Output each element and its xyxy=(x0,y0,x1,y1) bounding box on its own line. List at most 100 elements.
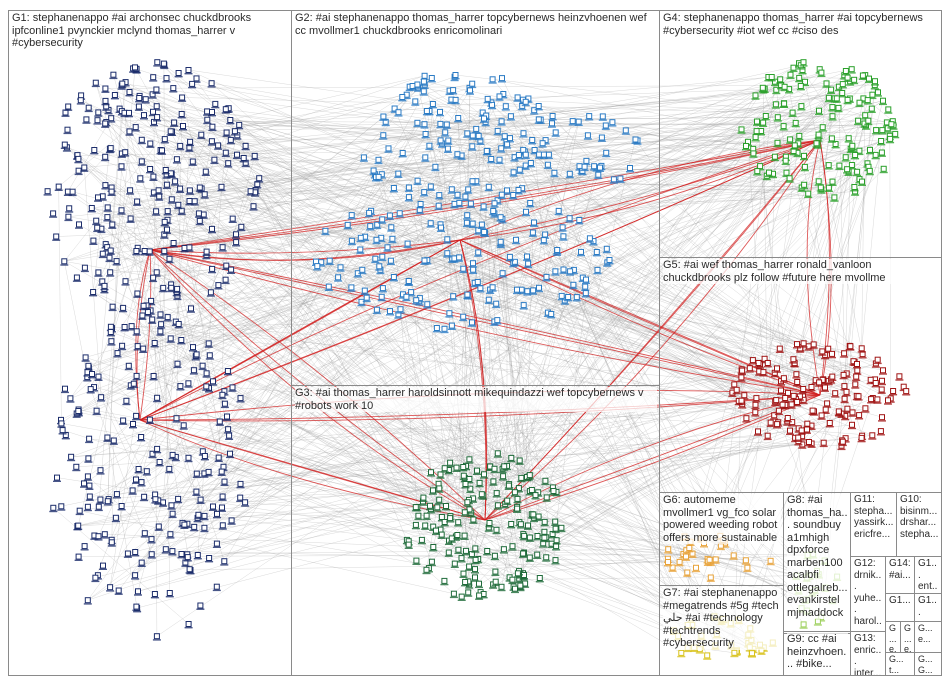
graph-node xyxy=(161,218,168,225)
graph-node xyxy=(476,479,483,486)
graph-node xyxy=(195,210,202,217)
graph-node xyxy=(469,178,476,185)
graph-node xyxy=(539,140,546,147)
graph-node xyxy=(754,168,761,175)
graph-node xyxy=(492,568,499,575)
graph-node xyxy=(190,367,197,374)
graph-node xyxy=(462,193,469,200)
graph-node xyxy=(541,518,548,525)
graph-node xyxy=(234,151,240,158)
graph-node xyxy=(469,319,475,326)
graph-node xyxy=(543,494,550,501)
graph-node xyxy=(632,136,639,143)
graph-node xyxy=(211,156,218,163)
graph-node xyxy=(228,266,235,273)
graph-node xyxy=(874,396,881,403)
graph-node xyxy=(499,75,505,82)
graph-node xyxy=(443,503,449,509)
graph-node xyxy=(436,496,443,503)
graph-node xyxy=(429,101,436,107)
graph-node xyxy=(792,119,799,126)
graph-node xyxy=(125,362,132,369)
graph-node xyxy=(137,175,144,182)
graph-node xyxy=(256,175,263,182)
graph-node xyxy=(185,380,192,387)
graph-node xyxy=(552,268,559,275)
graph-node xyxy=(93,407,100,414)
graph-node xyxy=(509,576,516,583)
graph-node xyxy=(160,284,167,291)
graph-node xyxy=(548,311,555,317)
graph-node xyxy=(160,60,167,67)
graph-node xyxy=(461,532,468,539)
graph-node xyxy=(186,566,193,573)
graph-node xyxy=(118,503,125,509)
graph-node xyxy=(761,355,768,362)
graph-node xyxy=(778,387,784,394)
graph-node xyxy=(484,548,491,554)
graph-node xyxy=(97,467,104,474)
graph-node xyxy=(113,491,120,498)
graph-node xyxy=(202,168,209,175)
graph-node xyxy=(204,116,211,123)
graph-node xyxy=(196,217,203,224)
group-panel-g5: G5: #ai wef thomas_harrer ronald_vanloon… xyxy=(659,257,942,493)
graph-node xyxy=(146,416,153,423)
graph-node xyxy=(227,117,234,123)
graph-node xyxy=(594,266,601,273)
graph-node xyxy=(466,456,473,463)
graph-node xyxy=(586,235,593,242)
graph-node xyxy=(219,522,226,529)
graph-node xyxy=(141,112,147,119)
graph-node xyxy=(506,253,513,260)
graph-node xyxy=(433,527,439,534)
graph-node xyxy=(231,128,238,135)
graph-node xyxy=(501,463,508,470)
graph-node xyxy=(448,186,455,193)
graph-node xyxy=(454,532,461,538)
graph-node xyxy=(591,163,598,170)
graph-node xyxy=(148,551,155,558)
graph-node xyxy=(206,555,213,561)
graph-node xyxy=(150,274,157,281)
graph-node xyxy=(534,533,541,539)
graph-node xyxy=(712,556,719,563)
graph-node xyxy=(422,131,429,137)
graph-node xyxy=(744,564,751,571)
graph-node xyxy=(441,325,448,332)
graph-node xyxy=(376,263,383,270)
graph-node xyxy=(132,64,138,71)
graph-node xyxy=(800,59,807,66)
group-label-g12: G12: drnik... yuhe... harol... worl... xyxy=(854,558,883,631)
graph-node xyxy=(185,67,192,73)
graph-node xyxy=(335,274,342,281)
graph-node xyxy=(128,323,135,330)
graph-node xyxy=(213,583,220,590)
graph-node xyxy=(540,151,547,158)
graph-node xyxy=(813,140,820,147)
graph-node xyxy=(543,273,550,280)
graph-node xyxy=(412,521,419,528)
graph-node xyxy=(215,282,222,289)
graph-node xyxy=(218,183,225,190)
graph-node xyxy=(481,471,487,478)
graph-node xyxy=(586,113,593,120)
graph-node xyxy=(372,255,379,262)
graph-node xyxy=(403,293,410,300)
graph-node xyxy=(420,78,427,85)
graph-node xyxy=(517,521,524,528)
graph-node xyxy=(396,210,403,217)
graph-node xyxy=(50,210,57,217)
group-label-gg1: G... e... xyxy=(889,623,898,652)
graph-node xyxy=(93,217,100,224)
graph-node xyxy=(515,485,522,492)
graph-node xyxy=(808,384,815,390)
graph-node xyxy=(237,395,244,402)
graph-node xyxy=(825,94,832,101)
group-label-g10: G10: bisinm... drshar... stepha... xyxy=(900,494,941,540)
graph-node xyxy=(676,558,683,565)
graph-node xyxy=(73,274,80,281)
graph-node xyxy=(554,247,561,253)
graph-node xyxy=(65,213,72,220)
